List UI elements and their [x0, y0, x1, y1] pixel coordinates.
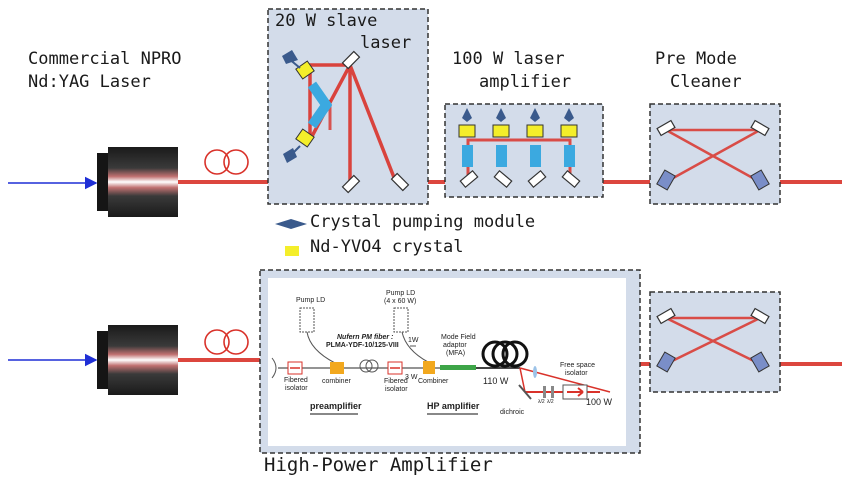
- legend-pump-module: Crystal pumping module: [310, 212, 536, 232]
- inset-schematic: [271, 307, 611, 415]
- hp-amplifier-inset: [268, 278, 626, 446]
- pmc-optics-top: [656, 119, 770, 191]
- amplifier-optics: [458, 108, 581, 189]
- inset-combiner-2: Combiner: [418, 378, 449, 385]
- inset-mfa-line3: (MFA): [446, 350, 466, 357]
- pmc-label-line2: Cleaner: [670, 72, 742, 92]
- inset-fibered-isolator-2-line1: Fibered: [384, 378, 408, 385]
- inset-mfa-line2: adaptor: [443, 342, 467, 349]
- inset-fiber-line2: PLMA-YDF-10/125-VIII: [326, 342, 399, 349]
- npro-label-line2: Nd:YAG Laser: [28, 72, 151, 92]
- inset-fibered-isolator-1-line2: isolator: [285, 385, 308, 392]
- inset-power-1w: 1W: [408, 337, 419, 344]
- inset-power-3w: 3 W: [405, 374, 418, 381]
- npro-laser-bottom: [97, 325, 178, 395]
- inset-waveplate-1: λ/2: [538, 399, 545, 405]
- pmc-optics-bottom: [656, 307, 770, 373]
- inset-free-space-line1: Free space: [560, 362, 596, 369]
- slave-label-line2: laser: [360, 33, 412, 53]
- npro-label-line1: Commercial NPRO: [28, 49, 182, 69]
- inset-pump-ld-2-line2: (4 x 60 W): [384, 298, 417, 305]
- inset-hp-amplifier: HP amplifier: [427, 401, 480, 411]
- slave-laser-optics: [282, 50, 410, 194]
- inset-power-110w: 110 W: [483, 376, 509, 386]
- inset-pump-ld-2-line1: Pump LD: [386, 290, 416, 297]
- inset-combiner-1: combiner: [322, 378, 351, 385]
- inset-dichroic: dichroic: [500, 409, 525, 416]
- pump-module-legend-icon: [275, 219, 307, 229]
- fiber-coil-bottom: [204, 329, 249, 355]
- inset-fibered-isolator-2-line2: isolator: [385, 386, 408, 393]
- slave-laser-box: [267, 8, 429, 205]
- slave-label-line1: 20 W slave: [275, 11, 378, 31]
- inset-preamplifier: preamplifier: [310, 401, 362, 411]
- legend-crystal: Nd-YVO4 crystal: [310, 237, 464, 257]
- npro-laser-top: [97, 147, 178, 217]
- inset-mfa-line1: Mode Field: [441, 334, 476, 341]
- inset-free-space-line2: isolator: [565, 370, 588, 377]
- crystal-legend-icon: [285, 246, 299, 256]
- inset-pump-ld-1: Pump LD: [296, 297, 326, 304]
- amp-label-line1: 100 W laser: [452, 49, 565, 69]
- inset-fiber-line1: Nufern PM fiber :: [337, 334, 394, 341]
- pmc-label-line1: Pre Mode: [655, 49, 737, 69]
- inset-waveplate-2: λ/2: [547, 399, 554, 405]
- inset-power-100w: 100 W: [586, 397, 613, 407]
- fiber-coil-top: [204, 149, 249, 175]
- inset-fibered-isolator-1-line1: Fibered: [284, 377, 308, 384]
- amp-label-line2: amplifier: [479, 72, 572, 92]
- hp-amplifier-title: High-Power Amplifier: [264, 454, 493, 476]
